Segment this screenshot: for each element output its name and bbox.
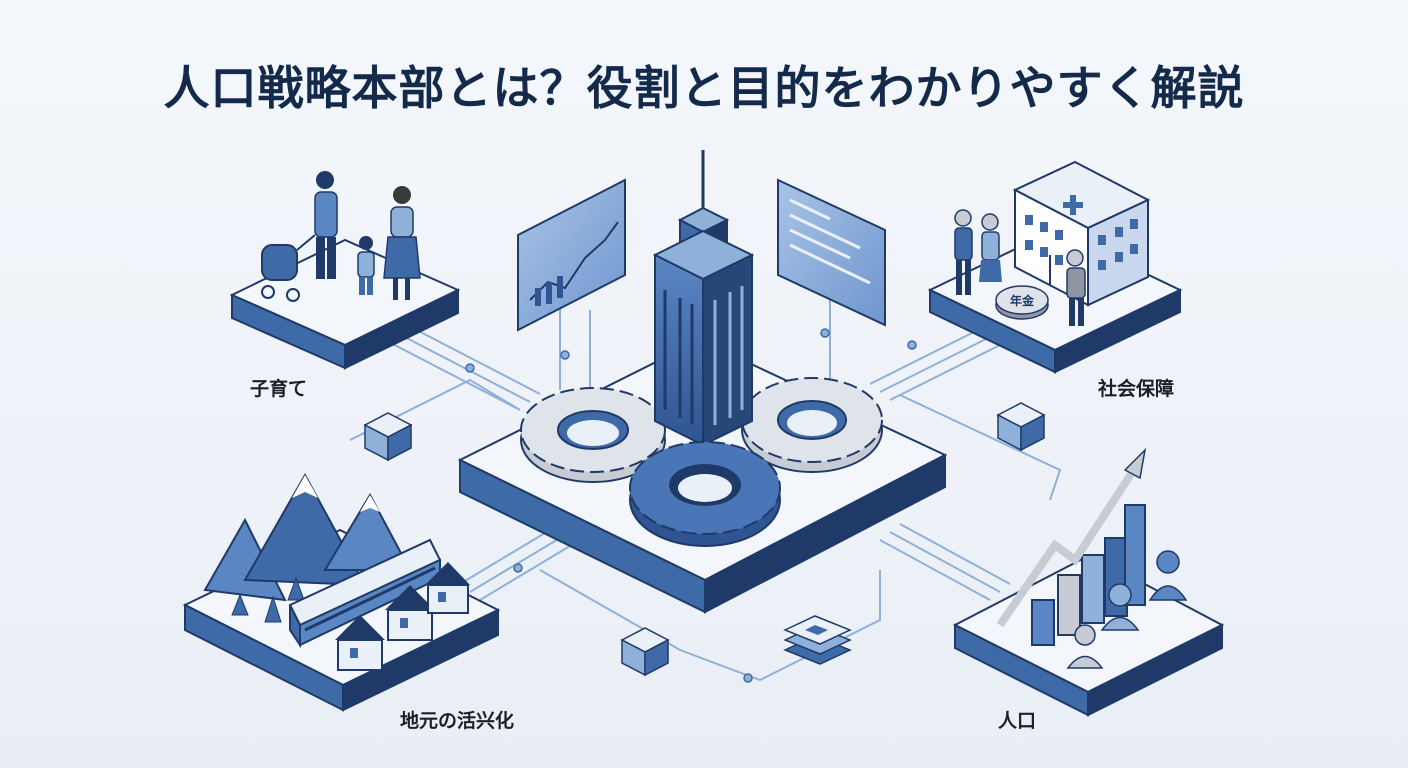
houses-icon xyxy=(335,562,470,671)
label-childcare: 子育て xyxy=(250,378,308,400)
label-population: 人口 xyxy=(998,710,1037,732)
stroller-icon xyxy=(261,234,316,302)
train-icon xyxy=(288,538,442,649)
gear-left-icon xyxy=(520,387,666,483)
gear-front-icon xyxy=(629,441,781,547)
elderly-couple-icon xyxy=(954,209,1002,295)
dashboard-screen-right xyxy=(777,178,886,327)
label-social-security: 社会保障 xyxy=(1098,378,1175,400)
bar-columns-icon xyxy=(1031,504,1146,646)
pension-coin-icon: 年金 xyxy=(995,285,1049,320)
tile-social-security: 年金 xyxy=(927,160,1183,374)
label-regional: 地元の活兴化 xyxy=(400,710,515,732)
pension-coin-text: 年金 xyxy=(1010,293,1035,308)
data-cubes xyxy=(363,402,1046,677)
central-tower xyxy=(652,150,755,447)
growth-arrow-icon xyxy=(996,447,1147,628)
chip-stack xyxy=(783,615,852,665)
cube-1 xyxy=(363,412,413,462)
trees-icon xyxy=(231,576,305,623)
tile-population xyxy=(952,447,1225,717)
elderly-walker-icon xyxy=(1049,249,1086,326)
cube-3 xyxy=(620,627,670,677)
father-figure-icon xyxy=(314,171,338,279)
mother-figure-icon xyxy=(383,186,421,300)
child-figure-icon xyxy=(357,236,375,295)
tile-childcare xyxy=(229,171,461,370)
cube-2 xyxy=(996,402,1046,452)
dashboard-screen-left xyxy=(517,178,626,332)
connection-lines xyxy=(349,300,1062,682)
connection-nodes xyxy=(465,328,917,683)
people-figures-icon xyxy=(1066,550,1188,669)
tile-regional xyxy=(182,472,501,712)
gear-right-icon xyxy=(741,377,883,473)
page-title: 人口戦略本部とは？役割と目的をわかりやすく解説 xyxy=(163,61,1245,115)
